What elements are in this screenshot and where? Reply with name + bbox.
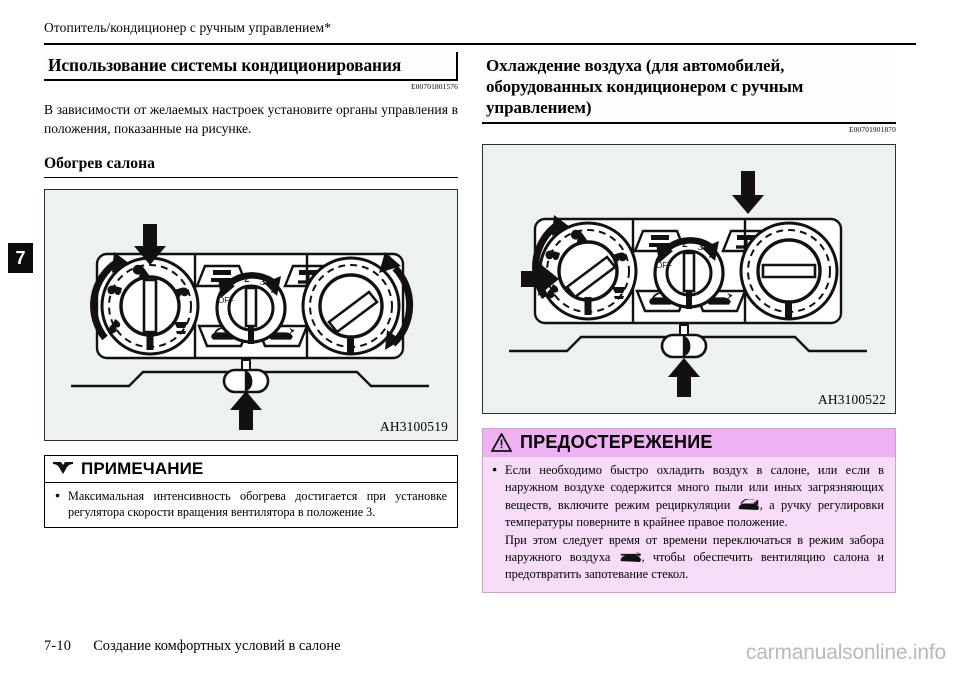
section-code-right: E00701901870: [849, 125, 896, 134]
caution-text-1: Если необходимо быстро охладить воздух в…: [505, 462, 884, 532]
arrow-down-mode-dial: [134, 224, 166, 266]
temperature-dial-cooling: [739, 221, 839, 321]
section-heading-box: Использование системы кондиционирования: [44, 52, 458, 81]
note-box: ПРИМЕЧАНИЕ Максимальная интенсивность об…: [44, 455, 458, 529]
mode-dial-cooling: [521, 215, 638, 321]
illustration-code-right: AH3100522: [817, 392, 886, 407]
illustration-heating: 0 1 2 3 4 OFF: [44, 189, 458, 442]
caution-sentence-1: Если необходимо быстро охладить воздух в…: [505, 463, 884, 512]
footer: 7-10 Создание комфортных условий в салон…: [44, 638, 340, 655]
section-code: E00701801576: [411, 82, 458, 91]
running-head: Отопитель/кондиционер с ручным управлени…: [44, 20, 332, 35]
hvac-panel-heating-drawing: 0 1 2 3 4 OFF: [71, 224, 429, 431]
warning-triangle-icon: [491, 433, 512, 452]
subsection-rule: [44, 177, 458, 179]
caution-text-2: При этом следует время от времени перекл…: [505, 532, 884, 584]
arrow-up-temperature-knob-cooling: [668, 358, 700, 397]
caution-sentence-4: , чтобы обеспечить вентиляцию салона и п…: [505, 550, 884, 582]
left-column: Использование системы кондиционирования …: [44, 52, 458, 529]
caution-item: Если необходимо быстро охладить воздух в…: [492, 461, 884, 584]
caution-box: ПРЕДОСТЕРЕЖЕНИЕ Если необходимо быстро о…: [482, 428, 896, 593]
caution-title: ПРЕДОСТЕРЕЖЕНИЕ: [520, 432, 713, 452]
arrow-left-mode-dial: [521, 262, 559, 296]
caution-sentence-3: При этом следует время от времени перекл…: [505, 532, 884, 565]
hvac-panel-cooling-drawing: 0 1 2 3 4 OFF: [509, 171, 867, 397]
recirculation-icon: [738, 498, 759, 510]
arrow-down-ac-button: [732, 171, 764, 214]
hazard-knob-heating: [222, 359, 270, 394]
svg-text:OFF: OFF: [218, 296, 234, 305]
section-heading-box-right: Охлаждение воздуха (для автомобилей, обо…: [482, 52, 896, 124]
caution-sentence-2: , а ручку регулировки температуры поверн…: [505, 497, 884, 530]
note-header: ПРИМЕЧАНИЕ: [45, 456, 457, 484]
temperature-dial-heating: [301, 252, 414, 356]
note-title: ПРИМЕЧАНИЕ: [81, 459, 204, 479]
arrow-up-temperature-knob: [230, 391, 262, 431]
watermark: carmanualsonline.info: [745, 641, 946, 664]
svg-text:3: 3: [260, 276, 266, 288]
caution-header: ПРЕДОСТЕРЕЖЕНИЕ: [483, 429, 895, 457]
book-icon: [53, 462, 73, 475]
section-title-right: Охлаждение воздуха (для автомобилей, обо…: [486, 56, 804, 117]
page-number: 7-10: [44, 638, 72, 654]
section-title: Использование системы кондиционирования: [48, 55, 402, 75]
illustration-code: AH3100519: [379, 419, 448, 435]
hazard-knob-cooling: [660, 324, 708, 359]
note-body: Максимальная интенсивность обогрева дост…: [45, 483, 457, 527]
footer-section-name: Создание комфортных условий в салоне: [93, 638, 341, 654]
illustration-cooling: 0 1 2 3 4 OFF: [482, 144, 896, 414]
chapter-tab: 7: [8, 243, 33, 273]
fresh-air-icon: [620, 551, 641, 562]
caution-body: Если необходимо быстро охладить воздух в…: [483, 457, 895, 592]
svg-text:OFF: OFF: [656, 261, 672, 270]
note-item: Максимальная интенсивность обогрева дост…: [55, 487, 447, 520]
right-column: Охлаждение воздуха (для автомобилей, обо…: [482, 52, 896, 593]
svg-text:3: 3: [698, 241, 704, 253]
subsection-title: Обогрев салона: [44, 155, 155, 172]
running-head-rule: [44, 43, 916, 45]
intro-paragraph: В зависимости от желаемых настроек устан…: [44, 102, 458, 136]
mode-dial-heating: [90, 224, 200, 356]
